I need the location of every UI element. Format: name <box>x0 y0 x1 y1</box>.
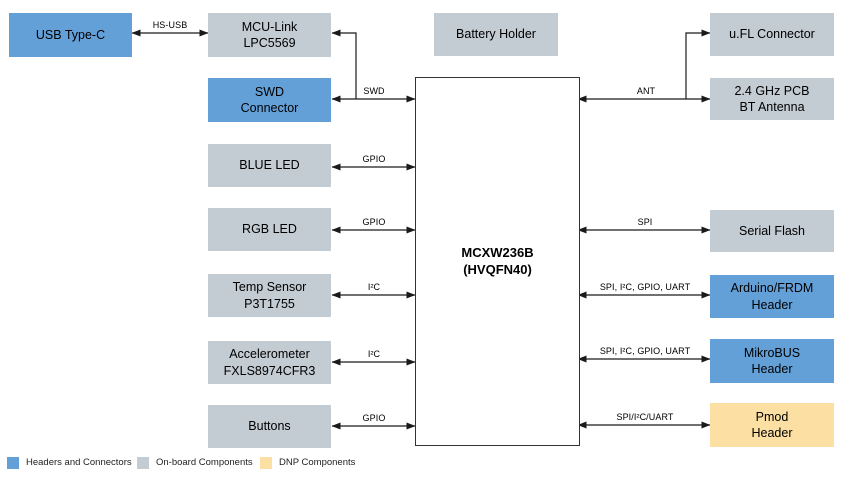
legend-swatch-dnp-components <box>260 456 272 469</box>
block-pmod-header: Pmod Header <box>710 403 834 447</box>
block-rgb-led: RGB LED <box>208 208 331 251</box>
block-label: Battery Holder <box>456 27 536 42</box>
block-label: Temp Sensor <box>232 280 307 295</box>
block-mikrobus-header: MikroBUS Header <box>710 339 834 383</box>
block-mcu-link: MCU-Link LPC5569 <box>208 13 331 57</box>
block-label: Buttons <box>248 419 291 434</box>
block-label: BLUE LED <box>239 158 300 173</box>
legend-label: DNP Components <box>279 457 356 468</box>
wire-mculink-swd-branch <box>331 29 357 99</box>
block-label: Pmod <box>755 409 789 424</box>
wire-label-arduino-bus: SPI, I²C, GPIO, UART <box>599 282 691 292</box>
block-buttons: Buttons <box>208 405 331 448</box>
block-label: P3T1755 <box>244 296 295 311</box>
wire-label-gpio-buttons: GPIO <box>362 413 386 423</box>
block-label: MikroBUS <box>743 345 801 360</box>
block-label: Serial Flash <box>739 223 805 238</box>
block-label: 2.4 GHz PCB <box>734 83 810 98</box>
legend-item-onboard-components: On-board Components <box>137 456 253 469</box>
legend-item-dnp-components: DNP Components <box>260 456 355 469</box>
block-usb-type-c: USB Type-C <box>9 13 132 57</box>
block-swd-connector: SWD Connector <box>208 78 331 122</box>
legend-label: Headers and Connectors <box>26 457 132 468</box>
legend-swatch-headers-and-connectors <box>7 456 19 469</box>
legend-item-headers-and-connectors: Headers and Connectors <box>7 456 132 469</box>
block-battery-holder: Battery Holder <box>434 13 558 56</box>
block-blue-led: BLUE LED <box>208 144 331 187</box>
block-temp-sensor: Temp Sensor P3T1755 <box>208 274 331 317</box>
block-serial-flash: Serial Flash <box>710 210 834 252</box>
block-label: Header <box>751 297 793 312</box>
chip-label: (HVQFN40) <box>463 261 532 277</box>
block-label: SWD <box>254 84 285 99</box>
block-label: Arduino/FRDM <box>730 281 814 296</box>
wire-label-ant: ANT <box>636 86 656 96</box>
block-mcxw236b-chip: MCXW236B (HVQFN40) <box>415 77 580 446</box>
wire-label-i2c-temp: I²C <box>367 282 381 292</box>
legend-swatch-onboard-components <box>137 456 149 469</box>
wire-ant-ufl-branch <box>685 29 711 99</box>
block-label: Accelerometer <box>229 347 310 362</box>
block-label: RGB LED <box>242 222 297 237</box>
block-label: u.FL Connector <box>729 27 815 42</box>
wire-label-pmod-bus: SPI/I²C/UART <box>616 412 674 422</box>
wire-label-hs-usb: HS-USB <box>152 20 188 30</box>
wire-label-gpio-blue-led: GPIO <box>362 154 386 164</box>
block-label: BT Antenna <box>739 100 805 114</box>
wire-label-swd: SWD <box>363 86 385 96</box>
block-label: Connector <box>240 101 299 115</box>
block-bt-antenna: 2.4 GHz PCB BT Antenna <box>710 78 834 120</box>
wire-label-mikrobus-bus: SPI, I²C, GPIO, UART <box>599 346 691 356</box>
block-label: Header <box>751 362 793 376</box>
block-accelerometer: Accelerometer FXLS8974CFR3 <box>208 341 331 384</box>
wire-label-i2c-accel: I²C <box>367 349 381 359</box>
block-label: FXLS8974CFR3 <box>223 363 316 378</box>
block-ufl-connector: u.FL Connector <box>710 13 834 56</box>
block-arduino-frdm-header: Arduino/FRDM Header <box>710 275 834 318</box>
block-label: Header <box>751 426 793 440</box>
block-label: LPC5569 <box>243 36 296 50</box>
legend-label: On-board Components <box>156 457 253 468</box>
wire-label-spi: SPI <box>637 217 653 227</box>
wire-label-gpio-rgb-led: GPIO <box>362 217 386 227</box>
block-label: USB Type-C <box>35 27 106 42</box>
chip-label: MCXW236B <box>461 244 534 260</box>
block-label: MCU-Link <box>241 19 298 34</box>
